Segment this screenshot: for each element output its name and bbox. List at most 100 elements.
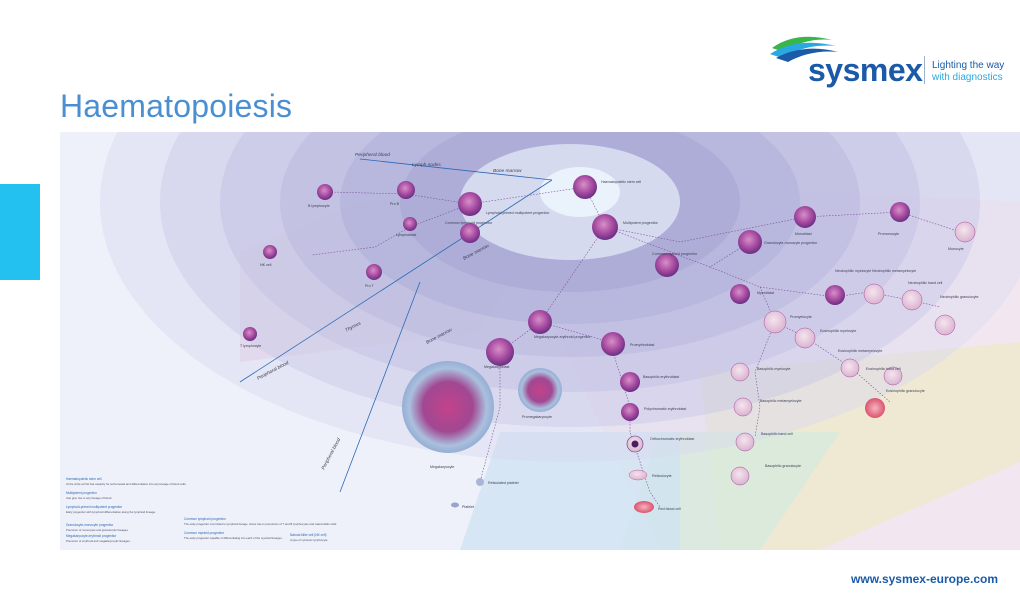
platelet-cell (451, 502, 459, 508)
label-common-lymphoid: Common lymphoid progenitor (445, 221, 493, 225)
label-gm-progenitor: Granulocyte-monocyte progenitor (764, 241, 818, 245)
sysmex-logo-mark (770, 36, 838, 62)
lymphoid-primed-cell (458, 192, 482, 216)
legend-col1-text-3: Early progenitor with lymphoid different… (66, 510, 156, 514)
basophilic-myelocyte-cell (730, 362, 750, 382)
label-mep: Megakaryocyte-erythroid progenitor (534, 335, 592, 339)
label-multipotent: Multipotent progenitor (623, 221, 659, 225)
label-promonocyte: Promonocyte (878, 232, 899, 236)
megakaryocyte-cell (402, 361, 494, 453)
label-lymphoid-primed: Lymphoid-primed multipotent progenitor (486, 211, 550, 215)
eosinophilic-metamyelocyte-cell (840, 358, 860, 378)
label-proerythroblast: Proerythroblast (630, 343, 654, 347)
b-lymphocyte-cell (317, 184, 333, 200)
legend-col1-head-2: Multipotent progenitor (66, 491, 98, 495)
label-myeloblast: Myeloblast (757, 291, 774, 295)
label-orthochromatic: Orthochromatic erythroblast (650, 437, 694, 441)
legend-col2-head-2: Common myeloid progenitor (184, 531, 225, 535)
common-myeloid-cell (655, 253, 679, 277)
reticulated-platelet-cell (476, 478, 484, 486)
label-monoblast: Monoblast (795, 232, 812, 236)
label-hsc: Haematopoietic stem cell (601, 180, 641, 184)
legend-col1-text-2: Can give rise to any lineage of blood. (66, 496, 112, 500)
promegakaryocyte-cell (518, 368, 562, 412)
label-megakaryocyte: Megakaryocyte (430, 465, 454, 469)
label-lymphoblast: Lymphoblast (396, 233, 416, 237)
label-reticulocyte: Reticulocyte (652, 474, 672, 478)
legend-col1-head-3: Lymphoid-primed multipotent progenitor (66, 505, 123, 509)
tagline-primary: Lighting the way (932, 60, 1005, 71)
legend-col3-text-3: A type of cytotoxic lymphocyte. (290, 538, 328, 542)
compartment-lines (239, 158, 553, 493)
red-blood-cell (634, 501, 654, 513)
label-eosinophilic-granulocyte: Eosinophilic granulocyte (886, 389, 925, 393)
neutrophilic-myelocyte-cell (825, 285, 845, 305)
label-neutrophilic-granulocyte: Neutrophilic granulocyte (940, 295, 979, 299)
nk-cell (263, 245, 277, 259)
pro-t-cell (366, 264, 382, 280)
eosinophilic-granulocyte-cell (865, 398, 885, 418)
basophilic-band-cell (735, 432, 755, 452)
tagline-secondary: with diagnostics (932, 72, 1003, 83)
compartment-bone-marrow-top: Bone marrow (493, 168, 522, 174)
legend-col1-head-1: Haematopoietic stem cell (66, 477, 102, 481)
neutrophilic-band-cell (901, 289, 923, 311)
legend-col3-text-2: Precursor of erythroid and megakaryocyti… (66, 539, 131, 543)
legend-col3-head-2: Megakaryocyte-erythroid progenitor (66, 534, 117, 538)
basophilic-granulocyte-cell (730, 466, 750, 486)
label-common-myeloid: Common myeloid progenitor (652, 252, 698, 256)
legend-col2-text-2: The early progenitor capable of differen… (184, 536, 283, 540)
label-reticulated-platelet: Reticulated platelet (488, 481, 519, 485)
orthochromatic-nucleus (631, 440, 639, 448)
lymphoblast-cell (403, 217, 417, 231)
polychromatic-erythroblast-cell (621, 403, 639, 421)
legend-col2-text-1: The early progenitor committed to lympho… (184, 522, 337, 526)
eosinophilic-myelocyte-cell (794, 327, 816, 349)
hsc-cell (573, 175, 597, 199)
label-nk-cell: NK cell (260, 263, 272, 267)
neutrophilic-granulocyte-cell (934, 314, 956, 336)
side-accent-tab (0, 184, 40, 280)
common-lymphoid-cell (460, 223, 480, 243)
basophilic-erythroblast-cell (620, 372, 640, 392)
label-pro-b: Pro B (390, 202, 400, 206)
mep-cell (528, 310, 552, 334)
legend-col2-head-1: Common lymphoid progenitor (184, 517, 227, 521)
t-lymphocyte-cell (243, 327, 257, 341)
label-promyelocyte: Promyelocyte (790, 315, 812, 319)
label-basophilic-metamyelocyte: Basophilic metamyelocyte (760, 399, 802, 403)
label-monocyte: Monocyte (948, 247, 964, 251)
erythroid-zone (460, 432, 680, 550)
myeloblast-cell (730, 284, 750, 304)
label-eosinophilic-myelocyte: Eosinophilic myelocyte (820, 329, 856, 333)
label-red-blood-cell: Red blood cell (658, 507, 681, 511)
compartment-lymph-nodes: Lymph nodes (412, 162, 441, 168)
logo-divider (924, 56, 925, 84)
page-title: Haematopoiesis (60, 88, 293, 124)
sysmex-logo-word: sysmex (808, 52, 923, 88)
label-neutrophilic-myelocyte: Neutrophilic myelocyte (835, 269, 871, 273)
compartment-rings (100, 132, 1020, 462)
gm-progenitor-cell (738, 230, 762, 254)
label-basophilic-myelocyte: Basophilic myelocyte (757, 367, 791, 371)
legend-col3-head-3: Natural killer cell (NK cell) (290, 533, 327, 537)
label-neutrophilic-band: Neutrophilic band cell (908, 281, 943, 285)
reticulocyte-cell (628, 469, 648, 481)
haematopoiesis-diagram: Peripheral blood Lymph nodes Bone marrow… (60, 132, 1020, 550)
footer-url[interactable]: www.sysmex-europe.com (851, 572, 998, 586)
neutrophilic-metamyelocyte-cell (863, 283, 885, 305)
multipotent-cell (592, 214, 618, 240)
legend-col3-head-1: Granulocyte-monocyte progenitor (66, 523, 114, 527)
legend-col1-text-1: At the circle at first has capacity for … (66, 482, 187, 486)
megakaryoblast-cell (486, 338, 514, 366)
label-polychromatic: Polychromatic erythroblast (644, 407, 686, 411)
monoblast-cell (794, 206, 816, 228)
basophilic-metamyelocyte-cell (733, 397, 753, 417)
label-megakaryoblast: Megakaryoblast (484, 365, 509, 369)
label-eosinophilic-metamyelocyte: Eosinophilic metamyelocyte (838, 349, 882, 353)
label-t-lymphocyte: T lymphocyte (240, 344, 261, 348)
pro-b-cell (397, 181, 415, 199)
label-platelet: Platelet (462, 505, 474, 509)
label-promegakaryocyte: Promegakaryocyte (522, 415, 552, 419)
label-neutrophilic-metamyelocyte: Neutrophilic metamyelocyte (872, 269, 916, 273)
